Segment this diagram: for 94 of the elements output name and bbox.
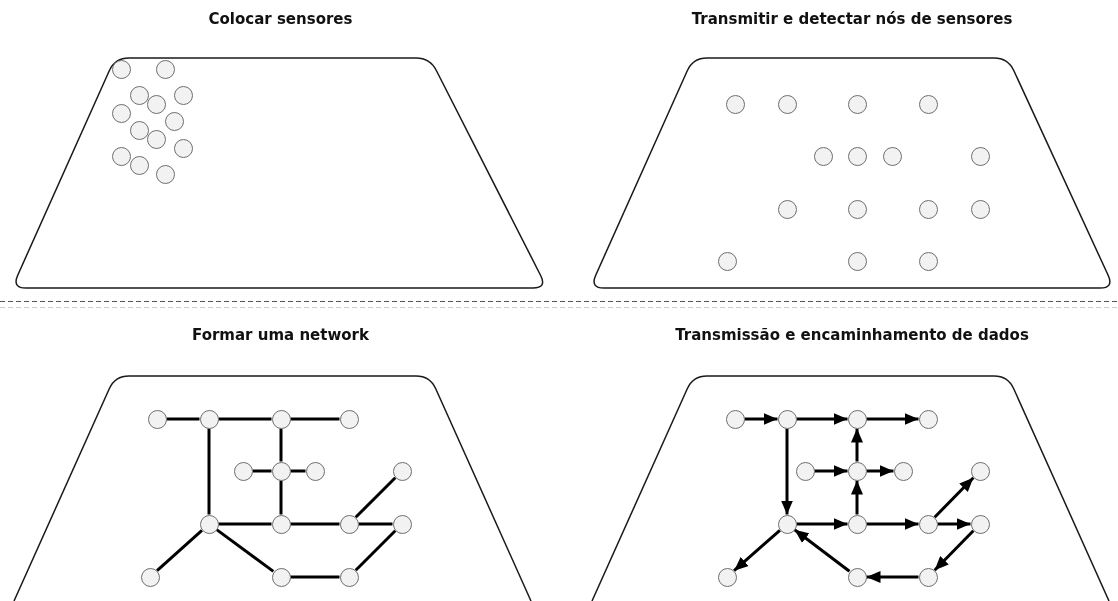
sensor-node xyxy=(199,514,219,534)
sensor-node xyxy=(305,461,325,481)
sensor-node xyxy=(918,514,938,534)
sensor-node xyxy=(271,567,291,587)
connector-line xyxy=(156,529,203,572)
connector-line xyxy=(279,480,283,515)
sensor-node xyxy=(164,111,184,131)
sensor-node xyxy=(155,164,175,184)
sensor-node xyxy=(111,103,131,123)
sensor-node xyxy=(129,155,149,175)
connector-line xyxy=(290,469,306,473)
sensor-node xyxy=(717,251,737,271)
sensor-node xyxy=(233,461,253,481)
sensor-node xyxy=(847,514,867,534)
arrow xyxy=(933,476,975,519)
sensor-node xyxy=(129,120,149,140)
sensor-node xyxy=(725,94,745,114)
sensor-node xyxy=(882,146,902,166)
arrow xyxy=(866,518,919,530)
sensor-node xyxy=(777,409,797,429)
connector-line xyxy=(290,522,340,526)
panel-title: Transmissão e encaminhamento de dados xyxy=(674,326,1030,344)
sensor-node xyxy=(173,85,193,105)
arrow xyxy=(866,465,894,477)
sensor-node xyxy=(146,129,166,149)
sensor-node xyxy=(147,409,167,429)
sensor-node xyxy=(918,567,938,587)
arrow xyxy=(866,571,919,583)
connector-line xyxy=(166,417,200,421)
sensor-node xyxy=(146,94,166,114)
sensor-node xyxy=(777,94,797,114)
sensor-node xyxy=(918,94,938,114)
sensor-node xyxy=(847,94,867,114)
sensor-node xyxy=(777,199,797,219)
sensor-node xyxy=(392,461,412,481)
sensor-node xyxy=(918,251,938,271)
sensor-node xyxy=(111,146,131,166)
sensor-node xyxy=(847,461,867,481)
connector-line xyxy=(354,529,397,572)
connector-line xyxy=(218,522,272,526)
connector-line xyxy=(290,417,340,421)
sensor-node xyxy=(339,409,359,429)
connector-line xyxy=(358,522,393,526)
arrow xyxy=(793,528,851,573)
sensor-node xyxy=(339,567,359,587)
arrow xyxy=(933,529,975,572)
sensor-node xyxy=(140,567,160,587)
arrow xyxy=(866,413,919,425)
sensor-node xyxy=(271,514,291,534)
sensor-node xyxy=(847,567,867,587)
sensor-node xyxy=(271,409,291,429)
sensor-node xyxy=(717,567,737,587)
sensor-node xyxy=(155,59,175,79)
arrow xyxy=(851,428,863,462)
sensor-node xyxy=(847,251,867,271)
connector-line xyxy=(207,428,211,515)
sensor-node xyxy=(777,514,797,534)
sensor-node xyxy=(918,409,938,429)
arrow xyxy=(781,428,793,515)
sensor-node xyxy=(847,199,867,219)
arrow xyxy=(733,529,781,572)
sensor-node xyxy=(893,461,913,481)
sensor-node xyxy=(847,409,867,429)
connector-line xyxy=(252,469,272,473)
sensor-node xyxy=(392,514,412,534)
sensor-node xyxy=(173,138,193,158)
sensor-node xyxy=(199,409,219,429)
connector-line xyxy=(215,528,275,573)
panel-title: Transmitir e detectar nós de sensores xyxy=(690,10,1014,28)
sensor-node xyxy=(970,514,990,534)
arrow xyxy=(814,465,848,477)
connector-line xyxy=(279,428,283,462)
connector-line xyxy=(354,476,397,519)
sensor-node xyxy=(918,199,938,219)
connector-line xyxy=(218,417,272,421)
sensor-node xyxy=(111,59,131,79)
sensor-node xyxy=(970,146,990,166)
connector-line xyxy=(290,575,340,579)
panel-title: Formar uma network xyxy=(191,326,370,344)
arrow xyxy=(744,413,778,425)
arrow xyxy=(796,413,848,425)
arrow xyxy=(851,480,863,515)
arrow xyxy=(796,518,848,530)
arrow xyxy=(937,518,971,530)
sensor-node xyxy=(847,146,867,166)
sensor-node xyxy=(795,461,815,481)
sensor-node xyxy=(970,461,990,481)
sensor-node xyxy=(970,199,990,219)
sensor-node xyxy=(271,461,291,481)
sensor-node xyxy=(129,85,149,105)
panel-title: Colocar sensores xyxy=(207,10,354,28)
sensor-node xyxy=(813,146,833,166)
sensor-node xyxy=(725,409,745,429)
sensor-node xyxy=(339,514,359,534)
